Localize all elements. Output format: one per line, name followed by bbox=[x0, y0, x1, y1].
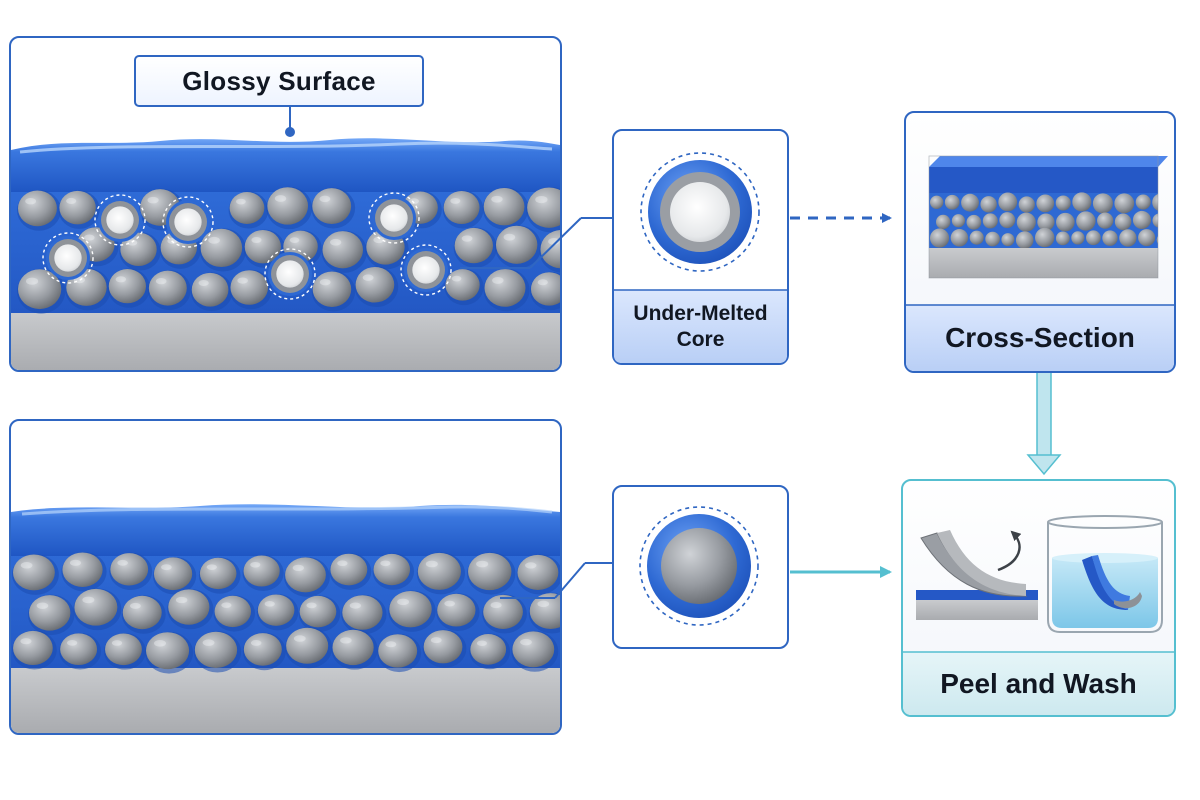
under-melted-particle bbox=[276, 260, 304, 288]
particle bbox=[194, 631, 238, 669]
particle bbox=[243, 633, 282, 666]
bottom-particles bbox=[12, 552, 606, 674]
top-glossy-resin bbox=[11, 138, 560, 192]
cross-section-label: Cross-Section bbox=[945, 322, 1135, 353]
particle bbox=[562, 630, 606, 667]
top-particles bbox=[17, 186, 604, 314]
down-arrow-icon bbox=[1026, 371, 1062, 476]
peel-wash-card bbox=[901, 479, 1176, 717]
under-melted-particle bbox=[106, 206, 134, 234]
particle bbox=[18, 190, 57, 227]
particle bbox=[199, 557, 237, 590]
particle bbox=[330, 553, 368, 586]
particle bbox=[267, 187, 309, 225]
bottom-substrate bbox=[11, 666, 560, 733]
particle bbox=[417, 552, 461, 590]
under-melted-particle bbox=[54, 244, 82, 272]
particle bbox=[18, 269, 62, 310]
under-melted-particle bbox=[412, 256, 440, 284]
particle bbox=[200, 228, 243, 268]
particle bbox=[437, 593, 476, 627]
particle bbox=[443, 191, 480, 225]
unmelted-core bbox=[670, 182, 730, 242]
particle bbox=[13, 554, 55, 591]
particle bbox=[312, 188, 352, 224]
particle bbox=[565, 554, 604, 587]
wash-beaker-icon bbox=[1047, 515, 1163, 633]
particle bbox=[285, 557, 326, 593]
under-melted-particle bbox=[380, 204, 408, 232]
particle bbox=[322, 231, 363, 269]
particle bbox=[146, 632, 190, 670]
particle bbox=[454, 227, 493, 264]
particle bbox=[214, 595, 252, 628]
top-layer-panel bbox=[9, 36, 613, 372]
melted-zoom-card bbox=[612, 485, 789, 649]
particle bbox=[110, 553, 149, 586]
particle bbox=[512, 631, 555, 668]
particle bbox=[527, 187, 560, 228]
curved-arrow-icon bbox=[997, 530, 1022, 572]
particle bbox=[355, 266, 395, 303]
particle bbox=[168, 589, 210, 625]
particle bbox=[483, 187, 525, 226]
under-melted-particle bbox=[174, 208, 202, 236]
particle bbox=[470, 634, 507, 665]
particle bbox=[120, 232, 157, 267]
particle bbox=[153, 557, 193, 591]
particle bbox=[570, 269, 604, 301]
particle bbox=[517, 554, 559, 590]
peel-and-wash-label: Peel and Wash bbox=[940, 667, 1137, 699]
particle bbox=[13, 630, 53, 665]
cross-section-block bbox=[928, 155, 1168, 279]
callout-pin bbox=[285, 127, 295, 137]
particle bbox=[59, 190, 96, 225]
particle bbox=[373, 553, 411, 586]
particle bbox=[540, 229, 560, 269]
peel-illustration bbox=[916, 530, 1038, 620]
particle bbox=[244, 230, 281, 264]
particle bbox=[62, 552, 103, 587]
particle bbox=[530, 272, 560, 306]
particle bbox=[105, 633, 142, 666]
particle bbox=[299, 595, 337, 628]
core-zoom-card bbox=[612, 129, 789, 365]
particle bbox=[484, 269, 526, 307]
particle bbox=[108, 269, 146, 304]
particle bbox=[423, 630, 463, 664]
particle bbox=[191, 272, 229, 307]
under-melted-core-label: Under-Melted Core bbox=[633, 301, 768, 351]
particle bbox=[529, 593, 560, 629]
particle bbox=[483, 594, 523, 629]
particle bbox=[122, 595, 162, 630]
particle bbox=[257, 594, 295, 626]
particle bbox=[468, 552, 512, 591]
particle bbox=[445, 269, 480, 301]
particle bbox=[332, 629, 374, 666]
particle bbox=[60, 633, 98, 666]
particle bbox=[495, 225, 538, 264]
particle bbox=[342, 595, 383, 630]
particle bbox=[74, 588, 118, 626]
top-substrate bbox=[11, 310, 560, 370]
particle bbox=[243, 555, 280, 587]
particle bbox=[286, 627, 329, 664]
cross-section-card bbox=[904, 111, 1176, 373]
particle bbox=[229, 191, 265, 224]
particle bbox=[312, 271, 352, 307]
particle bbox=[389, 590, 432, 628]
solid-particle bbox=[661, 528, 737, 604]
particle bbox=[29, 595, 71, 631]
bottom-layer-panel bbox=[9, 419, 612, 735]
particle bbox=[378, 634, 418, 668]
bottom-resin bbox=[11, 504, 560, 556]
particle bbox=[148, 270, 187, 306]
glossy-surface-callout: Glossy Surface bbox=[134, 55, 424, 107]
particle bbox=[230, 270, 269, 305]
